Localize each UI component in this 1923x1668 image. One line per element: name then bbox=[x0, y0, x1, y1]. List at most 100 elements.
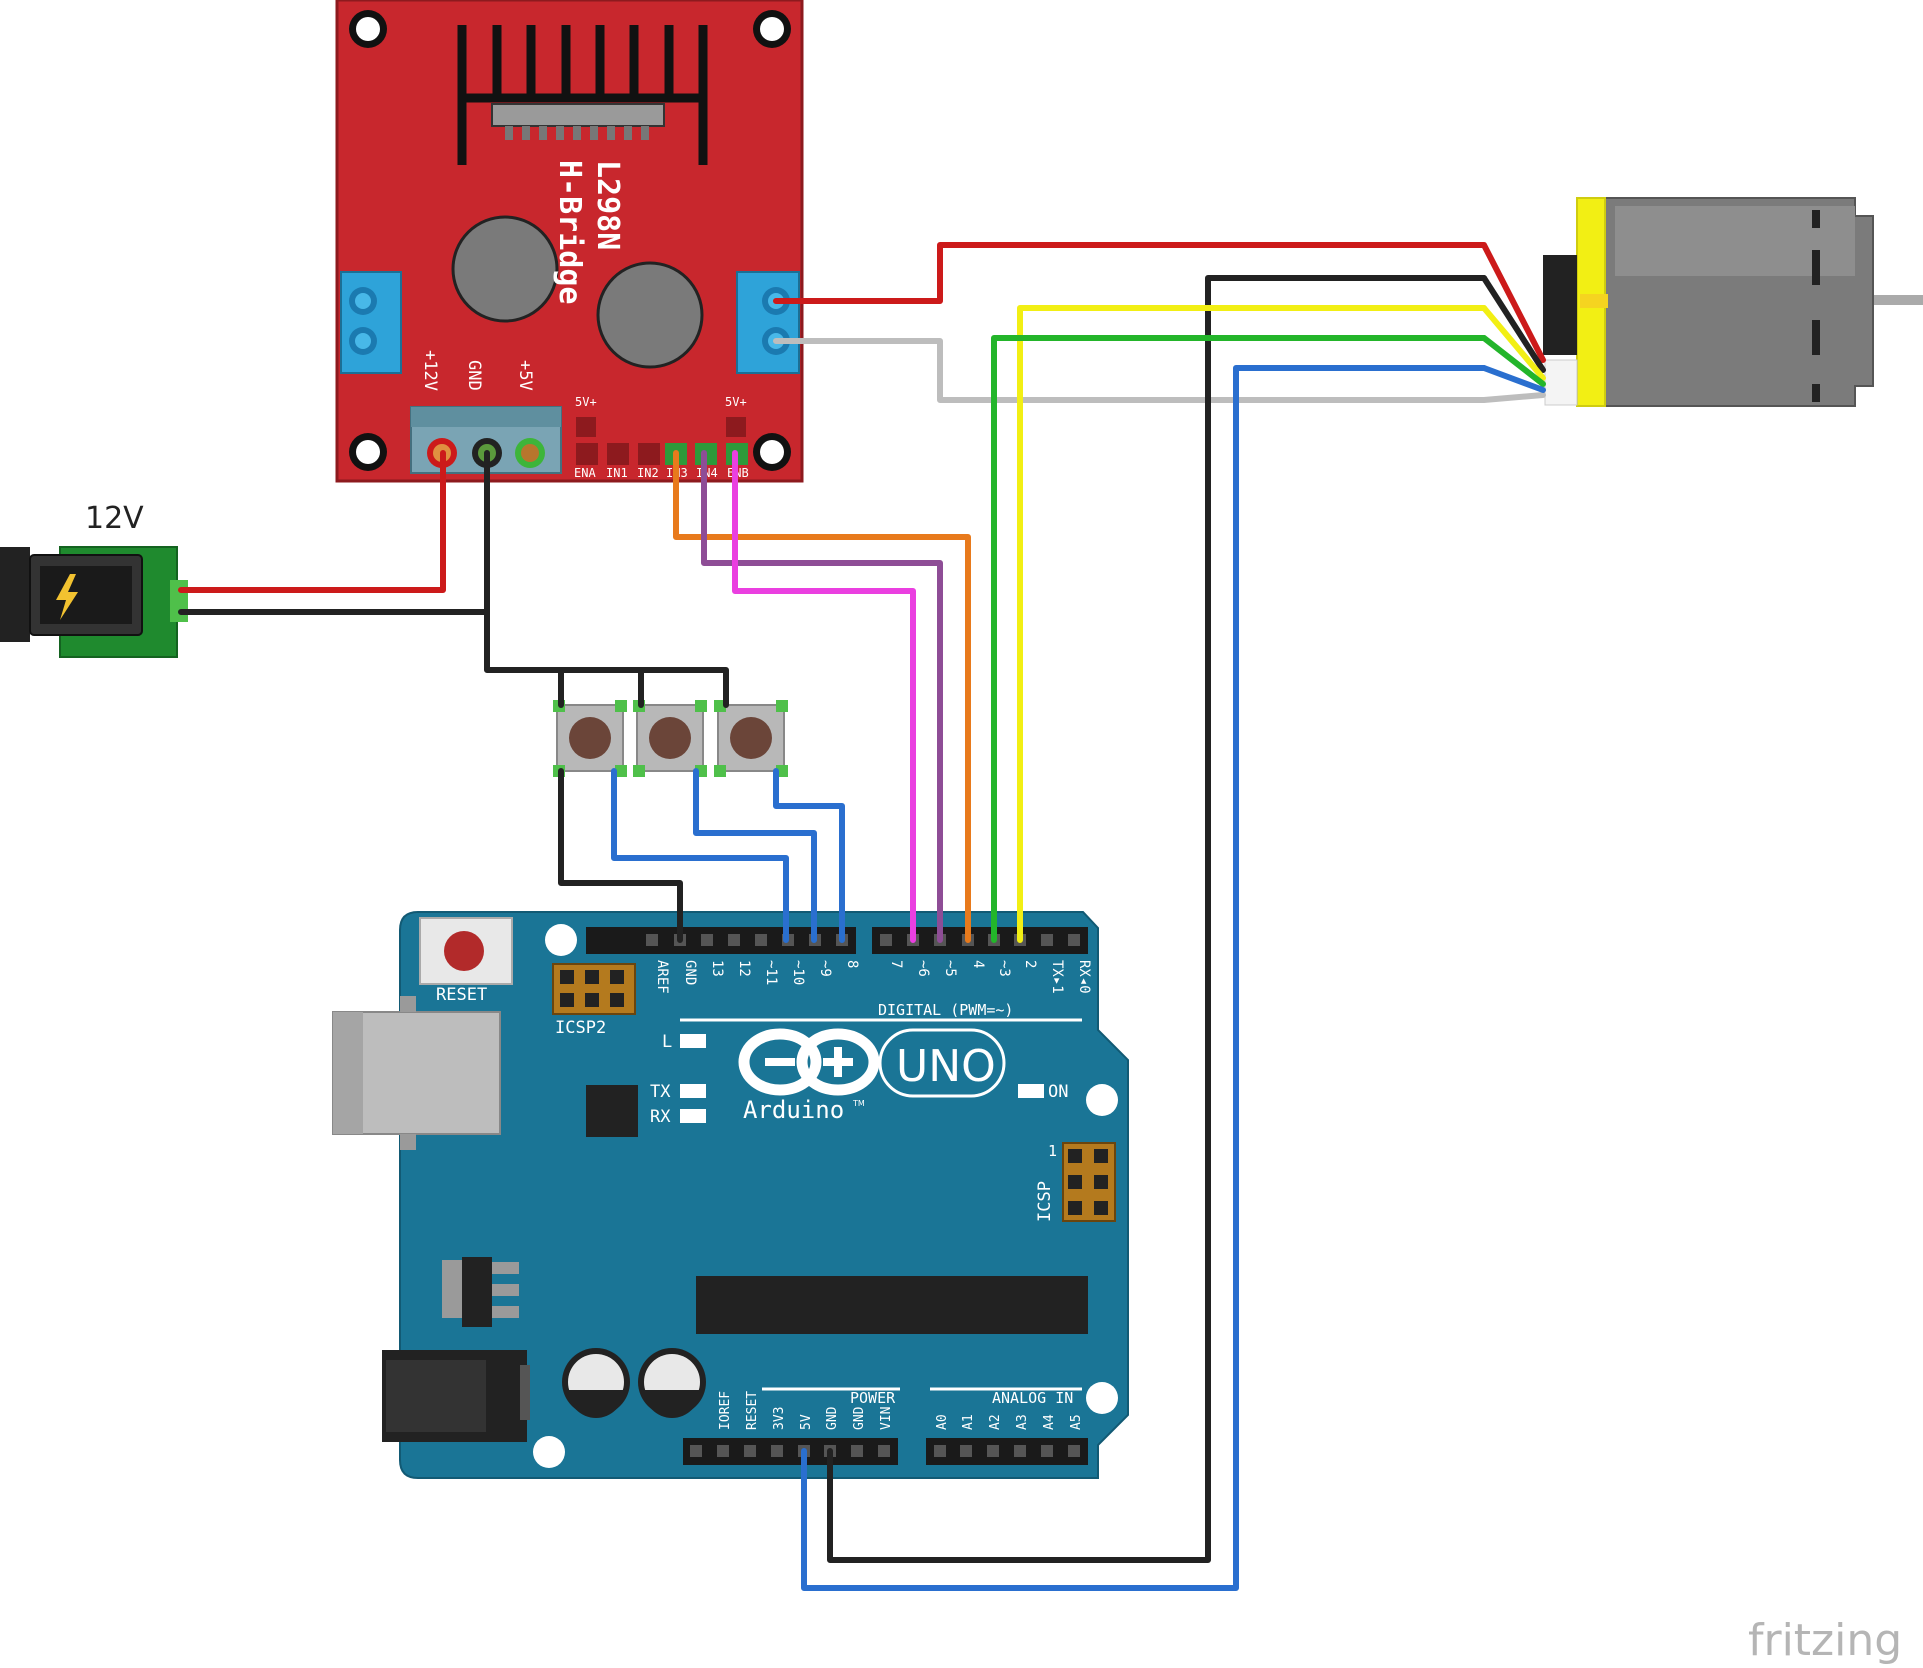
icsp-label: ICSP bbox=[1035, 1181, 1055, 1222]
reset-button[interactable] bbox=[419, 917, 513, 985]
board-title-line1: L298N bbox=[590, 160, 625, 250]
push-buttons bbox=[553, 700, 788, 777]
power-pin-socket bbox=[851, 1445, 863, 1457]
analog-pin-socket bbox=[960, 1445, 972, 1457]
pin-label-in2: IN2 bbox=[637, 466, 659, 480]
lightning-icon bbox=[56, 574, 78, 620]
wire-purple bbox=[701, 450, 943, 943]
power-label: POWER bbox=[850, 1389, 896, 1407]
arduino-pcb bbox=[399, 911, 1129, 1479]
digital-pin-label: GND bbox=[682, 960, 698, 985]
led-tx-label: TX bbox=[650, 1082, 671, 1102]
digital-pin-socket bbox=[646, 934, 658, 946]
digital-pin-socket bbox=[880, 934, 892, 946]
arduino-uno-board: RESET ICSP2 bbox=[332, 911, 1129, 1479]
label-gnd: GND bbox=[464, 360, 484, 391]
power-pin-socket bbox=[690, 1445, 702, 1457]
power-pin-label: GND bbox=[825, 1406, 840, 1430]
digital-pin-label: 12 bbox=[736, 960, 752, 977]
usb-chip bbox=[586, 1085, 638, 1137]
wire-magenta bbox=[732, 450, 916, 943]
dc-motor bbox=[1543, 197, 1923, 407]
push-button-3 bbox=[714, 700, 788, 777]
digital-pin-label: ~6 bbox=[915, 960, 931, 977]
led-l-label: L bbox=[662, 1032, 672, 1052]
l298n-board: L298N H-Bridge +12V GND +5V 5V+ 5V+ bbox=[335, 0, 804, 483]
wire-encoder-yellow bbox=[1017, 305, 1487, 943]
icsp2-label: ICSP2 bbox=[555, 1018, 606, 1038]
board-title-line2: H-Bridge bbox=[552, 160, 587, 305]
analog-pin-socket bbox=[1068, 1445, 1080, 1457]
capacitor bbox=[451, 215, 559, 323]
icsp2-header bbox=[552, 963, 636, 1015]
brand-label: Arduino bbox=[743, 1096, 844, 1124]
analog-pin-socket bbox=[1041, 1445, 1053, 1457]
label-5v-plus-right: 5V+ bbox=[725, 395, 747, 409]
barrel-jack bbox=[382, 1350, 530, 1442]
digital-pin-label: ~9 bbox=[817, 960, 833, 977]
power-pin-socket bbox=[771, 1445, 783, 1457]
dc-power-jack: 12V bbox=[0, 501, 188, 658]
push-button-2 bbox=[633, 700, 707, 777]
power-pin-label: 3V3 bbox=[772, 1407, 787, 1430]
analog-pin-label: A4 bbox=[1042, 1414, 1057, 1430]
digital-pin-label: ~5 bbox=[942, 960, 958, 977]
icsp-pin1-label: 1 bbox=[1048, 1142, 1057, 1160]
arduino-logo-icon bbox=[738, 1028, 1006, 1098]
wire-button-gnd-arduino bbox=[558, 768, 683, 943]
power-pin-label: VIN bbox=[879, 1407, 894, 1430]
wire-button2-signal bbox=[693, 768, 817, 943]
digital-pin-socket bbox=[755, 934, 767, 946]
reset-label: RESET bbox=[436, 985, 487, 1005]
power-terminal-block bbox=[410, 406, 562, 474]
wires bbox=[178, 242, 1546, 1591]
pin-label-ena: ENA bbox=[574, 466, 596, 480]
digital-pin-label: ~10 bbox=[790, 960, 806, 985]
wire-encoder-green bbox=[991, 335, 1487, 943]
motor-terminal-b bbox=[736, 271, 800, 374]
voltage-regulator bbox=[442, 1257, 519, 1327]
motor-terminal-a bbox=[340, 271, 402, 374]
label-12v: +12V bbox=[420, 350, 440, 391]
led-rx-label: RX bbox=[650, 1107, 671, 1127]
power-supply-label: 12V bbox=[85, 501, 144, 536]
arduino-mounting-holes bbox=[533, 924, 1118, 1468]
driver-chip bbox=[491, 103, 665, 140]
analog-pin-socket bbox=[934, 1445, 946, 1457]
wire-encoder-vcc bbox=[801, 365, 1487, 1591]
wire-gnd-buttons bbox=[484, 609, 729, 708]
digital-pin-label: 7 bbox=[888, 960, 904, 968]
usb-port bbox=[332, 996, 501, 1150]
digital-pin-label: TX▸1 bbox=[1049, 960, 1065, 994]
wire-12v-red bbox=[178, 450, 446, 593]
heatsink-icon bbox=[457, 25, 708, 165]
atmega-chip bbox=[696, 1276, 1088, 1334]
power-pin-socket bbox=[717, 1445, 729, 1457]
wire-motor-white bbox=[773, 338, 1546, 403]
icsp-header bbox=[1062, 1142, 1116, 1222]
digital-pin-socket bbox=[701, 934, 713, 946]
power-pin-label: GND bbox=[852, 1406, 867, 1430]
power-pin-socket bbox=[878, 1445, 890, 1457]
digital-header-right bbox=[872, 927, 1088, 954]
wire-motor-red bbox=[773, 242, 1546, 363]
wire-encoder-gnd bbox=[827, 275, 1487, 1563]
status-leds bbox=[680, 1034, 1044, 1123]
analog-label: ANALOG IN bbox=[992, 1389, 1073, 1407]
digital-pin-label: ~11 bbox=[763, 960, 779, 985]
power-pin-label: RESET bbox=[745, 1391, 760, 1430]
power-pin-label: IOREF bbox=[718, 1391, 733, 1430]
analog-pin-label: A1 bbox=[961, 1414, 976, 1430]
digital-pin-label: 2 bbox=[1022, 960, 1038, 968]
capacitors bbox=[562, 1348, 706, 1418]
wire-orange bbox=[673, 450, 971, 943]
analog-pin-socket bbox=[1014, 1445, 1026, 1457]
motor-shaft bbox=[1870, 295, 1923, 305]
digital-pin-label: AREF bbox=[654, 960, 670, 994]
power-analog-pin-sockets bbox=[690, 1445, 1080, 1457]
wire-button1-signal bbox=[611, 768, 789, 943]
label-5v-plus-left: 5V+ bbox=[575, 395, 597, 409]
